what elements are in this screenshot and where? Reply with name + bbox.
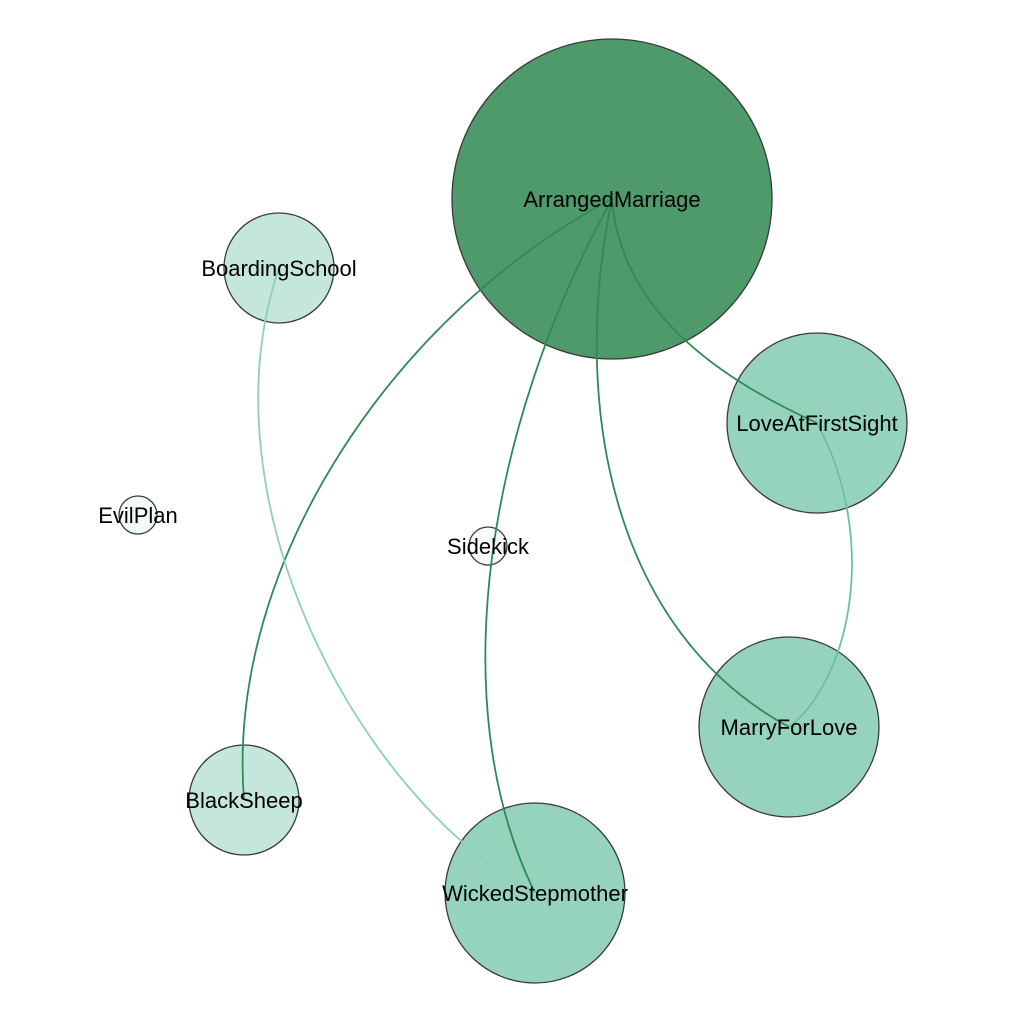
node-arrangedmarriage-label: ArrangedMarriage [523,187,700,212]
node-evilplan-circle[interactable] [118,495,158,535]
edge-arrangedmarriage-loveatfirstsight [611,198,818,424]
node-boardingschool-label: BoardingSchool [201,256,356,281]
edges-layer [241,198,853,894]
edge-arrangedmarriage-blacksheep [241,198,613,801]
node-sidekick-label: Sidekick [447,534,530,559]
edge-loveatfirstsight-marryforlove [788,422,853,728]
edge-arrangedmarriage-wickedstepmother [484,198,613,894]
labels-layer: ArrangedMarriageBoardingSchoolLoveAtFirs… [98,187,897,906]
node-sidekick-circle[interactable] [468,526,508,566]
node-marryforlove-label: MarryForLove [721,715,858,740]
edge-arrangedmarriage-marryforlove [595,198,790,728]
node-wickedstepmother-label: WickedStepmother [442,881,628,906]
node-blacksheep-label: BlackSheep [185,788,302,813]
edge-boardingschool-wickedstepmother [257,267,536,894]
node-evilplan-label: EvilPlan [98,503,177,528]
node-loveatfirstsight-label: LoveAtFirstSight [736,411,897,436]
